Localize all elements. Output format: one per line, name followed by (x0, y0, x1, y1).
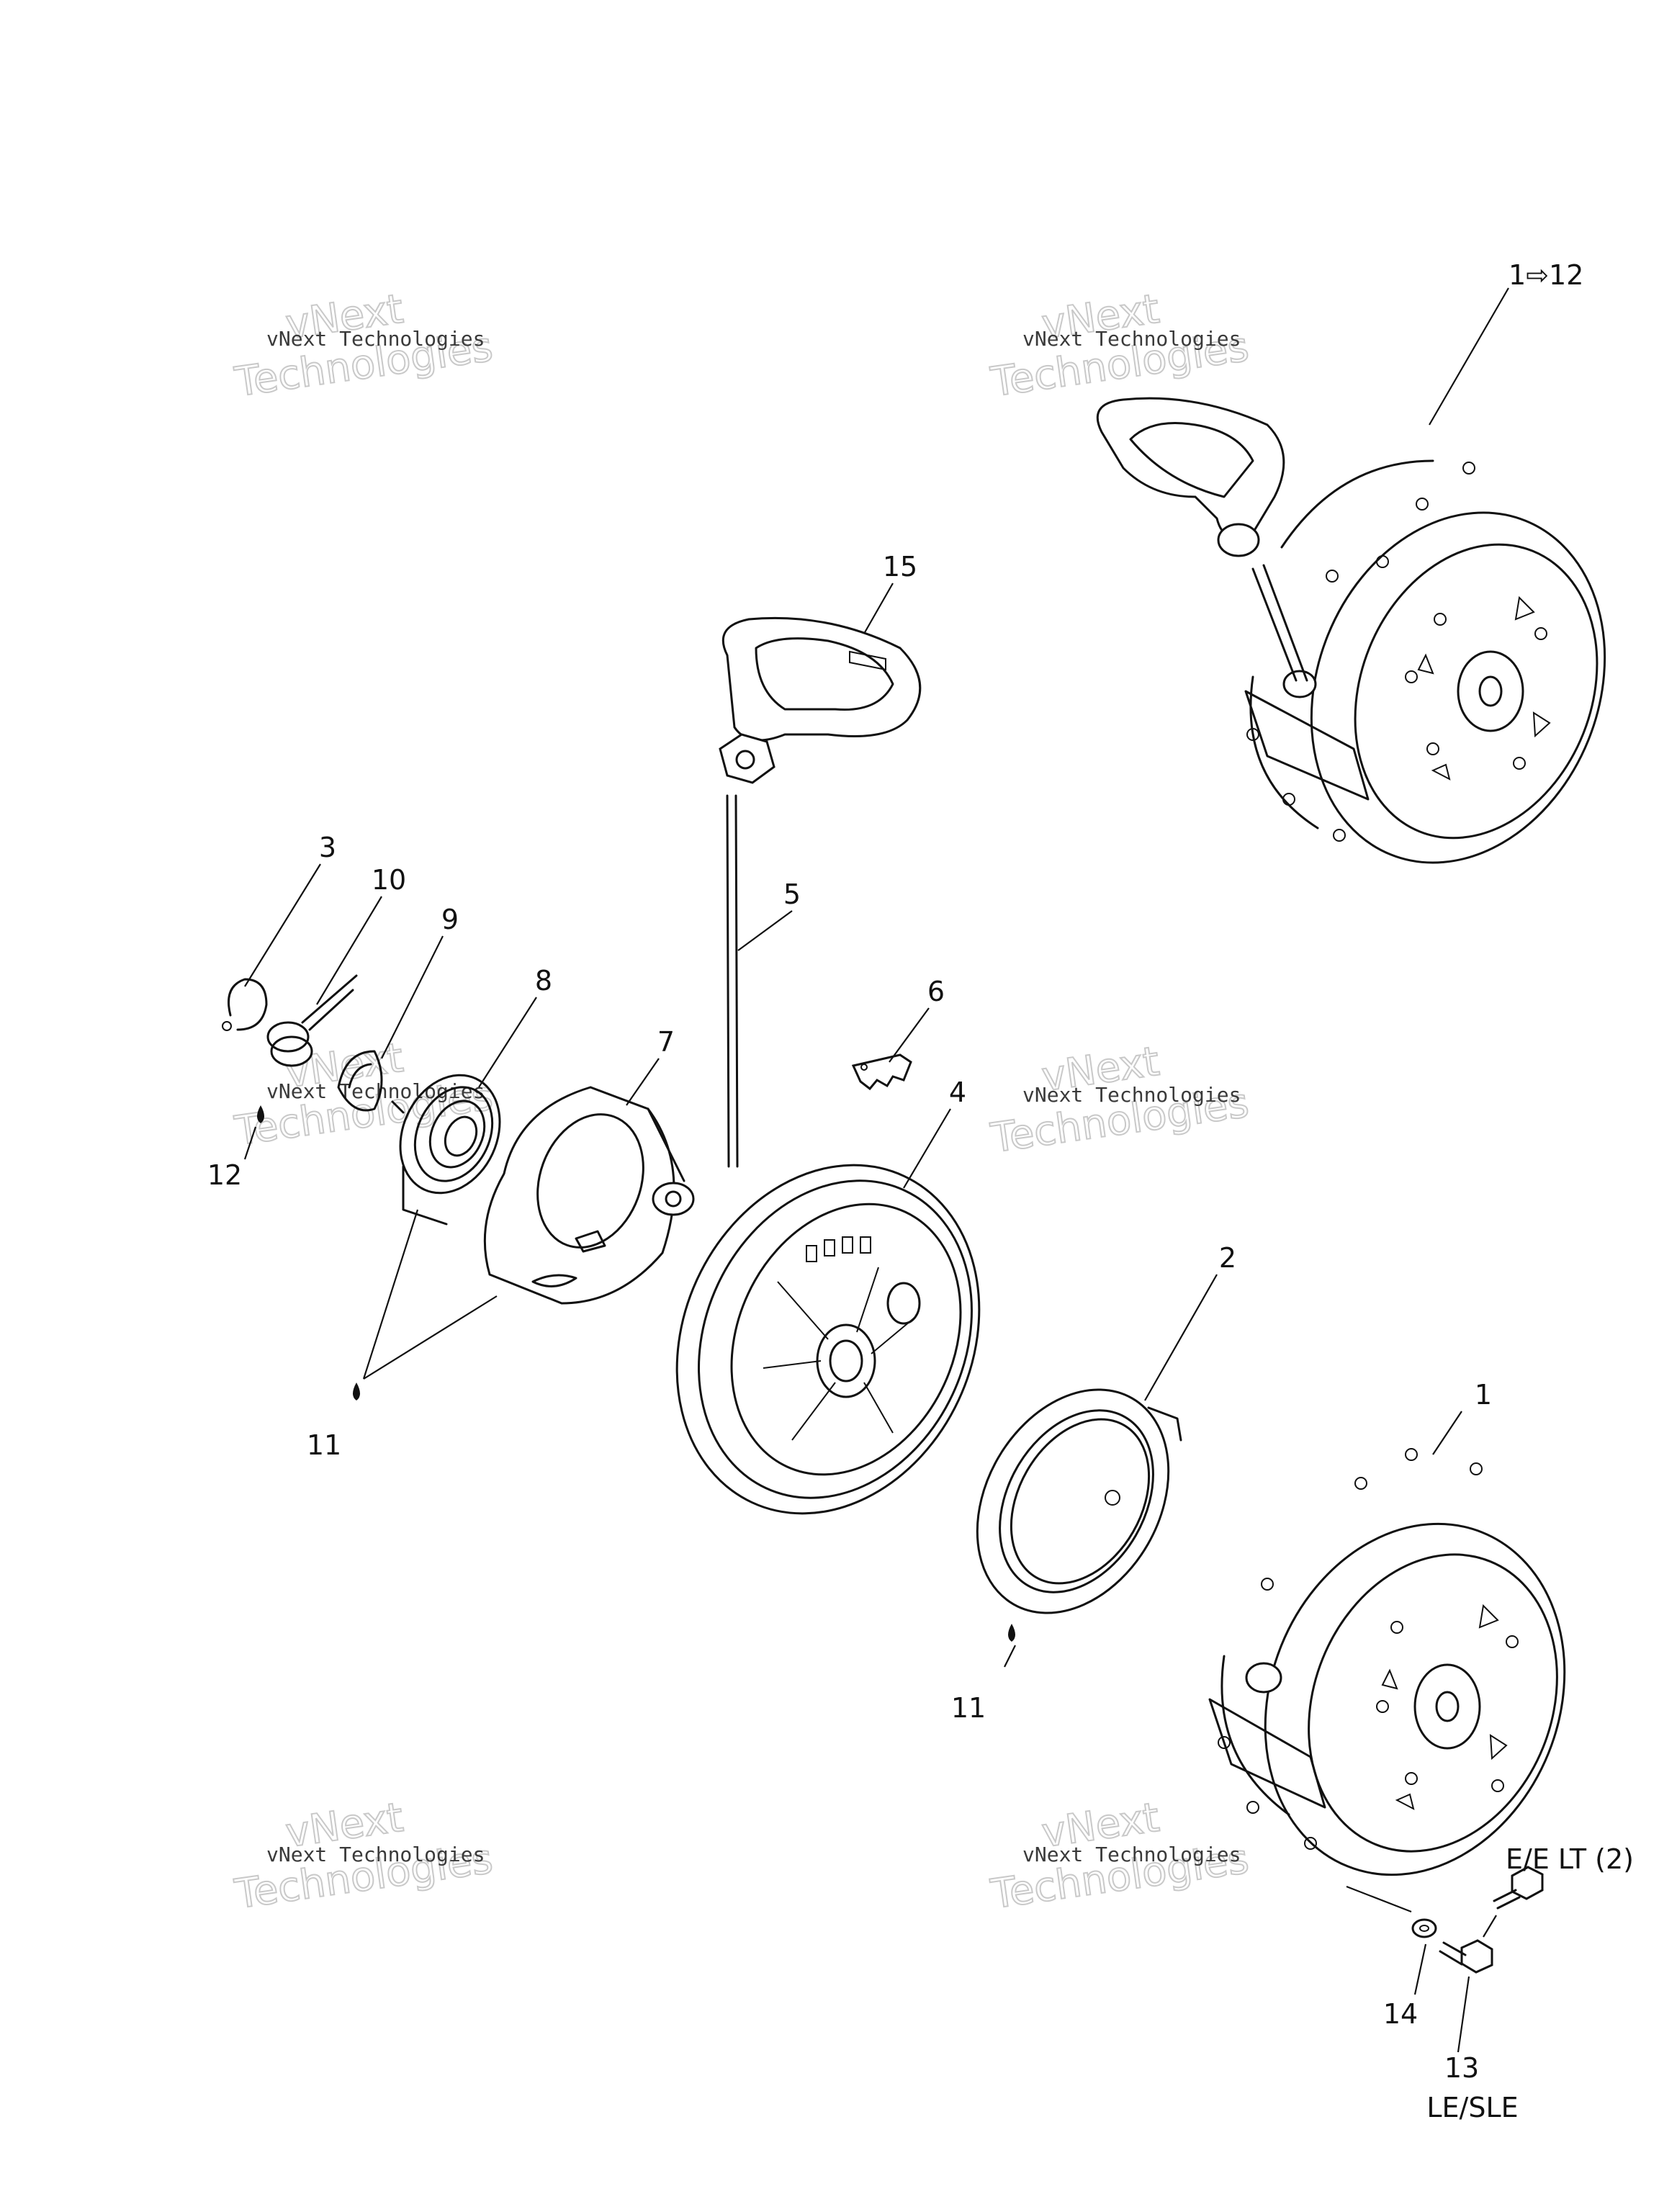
svg-text:vNext Technologies: vNext Technologies (266, 1079, 485, 1103)
callout-clip: 3 (319, 832, 336, 863)
circlip-illustration (222, 978, 268, 1031)
sheave-illustration (675, 1164, 981, 1515)
callout-screw: 13 (1444, 2052, 1479, 2084)
watermark-bottom-right: Technologies vNext vNext Technologies (987, 1794, 1252, 1919)
callout-lube-left: 11 (307, 1429, 341, 1461)
pawl-illustration (851, 1053, 912, 1091)
callout-assembly: 1⇨12 (1509, 259, 1583, 291)
callout-washer: 9 (441, 904, 459, 935)
svg-text:vNext Technologies: vNext Technologies (266, 1843, 485, 1866)
spring-pin-illustration (266, 974, 358, 1067)
lube-drop-icon (1008, 1624, 1015, 1642)
callout-bolt-label: E/E LT (2) (1506, 1843, 1634, 1875)
callout-spring-cover: 7 (657, 1026, 675, 1058)
svg-text:vNext Technologies: vNext Technologies (1022, 1083, 1241, 1107)
svg-text:vNext Technologies: vNext Technologies (1022, 327, 1241, 351)
callout-sheave: 4 (949, 1076, 966, 1108)
lube-drop-icon (353, 1382, 360, 1401)
callout-handle: 15 (883, 551, 917, 583)
callout-pawl: 6 (927, 976, 945, 1007)
spring-cover-illustration (483, 1086, 695, 1305)
washer-small-illustration (1411, 1918, 1437, 1938)
watermark-mid-right: Technologies vNext vNext Technologies (987, 1038, 1252, 1163)
svg-text:vNext Technologies: vNext Technologies (266, 327, 485, 351)
callout-washer-small: 14 (1383, 1998, 1418, 2030)
starter-rope-illustration (726, 794, 739, 1168)
starter-handle-illustration (719, 616, 922, 784)
watermark-bottom-left: Technologies vNext vNext Technologies (231, 1794, 496, 1919)
watermark-top-right: Technologies vNext vNext Technologies (987, 285, 1252, 407)
callout-screw-note: LE/SLE (1426, 2092, 1518, 2123)
callout-lube-top: 12 (207, 1159, 242, 1191)
callout-housing: 1 (1475, 1379, 1492, 1411)
callout-spring-pin: 10 (372, 864, 406, 896)
callout-lube-right: 11 (951, 1692, 986, 1724)
screw-illustration (1439, 1939, 1493, 1974)
callout-seal: 2 (1219, 1242, 1236, 1274)
housing-illustration (1208, 1448, 1566, 1876)
callout-recoil-spring: 8 (535, 965, 552, 997)
watermark-top-left: Technologies vNext vNext Technologies (231, 285, 496, 407)
callout-rope: 5 (783, 878, 801, 910)
lube-drop-icon (257, 1105, 264, 1123)
svg-text:vNext Technologies: vNext Technologies (1022, 1843, 1241, 1866)
washer-illustration (337, 1050, 383, 1112)
assembled-starter-illustration (1096, 397, 1606, 864)
leader-lines (243, 287, 1509, 2053)
seal-illustration (976, 1388, 1182, 1614)
bolt-illustration (1493, 1866, 1544, 1910)
recoil-spring-illustration (391, 1074, 501, 1226)
